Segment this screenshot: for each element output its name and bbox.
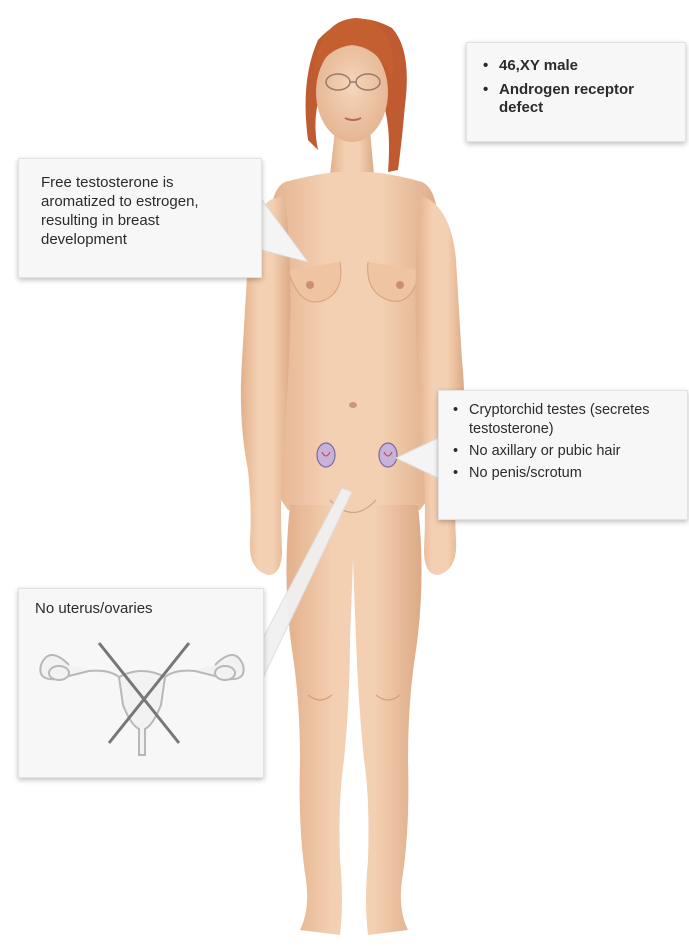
karyotype-item: Androgen receptor defect [481,81,673,117]
uterus-callout: No uterus/ovaries [18,588,264,778]
uterus-ovaries-icon [29,625,255,765]
testes-callout: Cryptorchid testes (secretes testosteron… [438,390,688,520]
breast-callout: Free testosterone is aromatized to estro… [18,158,262,278]
uterus-callout-title: No uterus/ovaries [35,599,263,618]
karyotype-item: 46,XY male [481,57,673,75]
head [316,42,388,142]
testes-item: No axillary or pubic hair [453,442,679,461]
breast-callout-text: Free testosterone is aromatized to estro… [41,173,241,249]
karyotype-callout: 46,XY male Androgen receptor defect [466,42,686,142]
testes-item: No penis/scrotum [453,464,679,483]
testes-item: Cryptorchid testes (secretes testosteron… [453,401,679,439]
